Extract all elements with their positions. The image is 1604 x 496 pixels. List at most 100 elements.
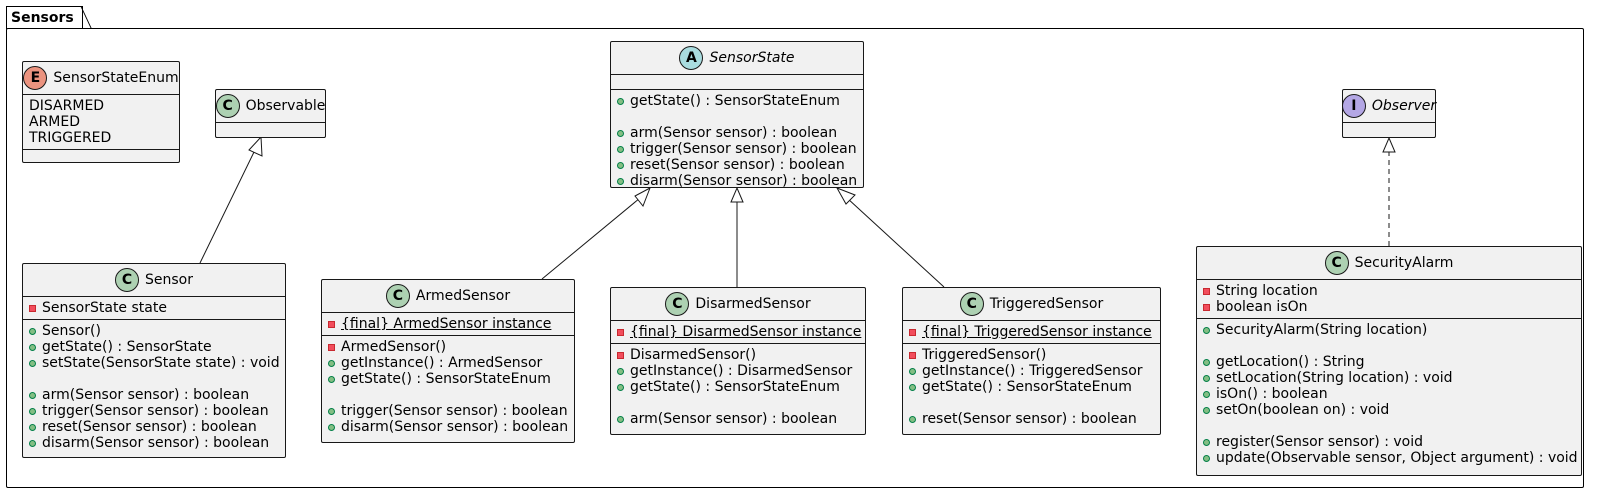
field: {final} TriggeredSensor instance bbox=[922, 324, 1152, 340]
private-marker-icon bbox=[617, 351, 624, 359]
arrowhead-sensorstate-2 bbox=[730, 186, 744, 203]
class-observable[interactable]: C Observable bbox=[215, 89, 326, 138]
methods: DisarmedSensor() getInstance() : Disarme… bbox=[611, 344, 865, 430]
private-marker-icon bbox=[909, 351, 916, 359]
method: reset(Sensor sensor) : boolean bbox=[42, 419, 257, 435]
method: arm(Sensor sensor) : boolean bbox=[630, 125, 838, 141]
class-badge-icon: C bbox=[1324, 251, 1349, 275]
class-badge-icon: C bbox=[215, 94, 240, 118]
public-marker-icon bbox=[617, 145, 624, 153]
class-name: TriggeredSensor bbox=[989, 296, 1104, 312]
arrowhead-observer bbox=[1382, 136, 1396, 153]
class-name: SecurityAlarm bbox=[1354, 255, 1454, 271]
method: setState(SensorState state) : void bbox=[42, 355, 280, 371]
public-marker-icon bbox=[617, 129, 624, 137]
public-marker-icon bbox=[328, 375, 335, 383]
class-triggeredsensor[interactable]: C TriggeredSensor {final} TriggeredSensor… bbox=[902, 287, 1161, 435]
class-name: Observer bbox=[1371, 98, 1437, 114]
public-marker-icon bbox=[617, 367, 624, 375]
public-marker-icon bbox=[1203, 438, 1210, 446]
empty-methods bbox=[216, 138, 325, 152]
class-name: Sensor bbox=[145, 272, 193, 288]
public-marker-icon bbox=[1203, 358, 1210, 366]
methods: getState() : SensorStateEnum arm(Sensor … bbox=[611, 90, 863, 192]
method: trigger(Sensor sensor) : boolean bbox=[341, 403, 568, 419]
public-marker-icon bbox=[617, 383, 624, 391]
method: getState() : SensorState bbox=[42, 339, 212, 355]
empty-section bbox=[23, 150, 179, 164]
fields: {final} ArmedSensor instance bbox=[322, 313, 574, 336]
method: getState() : SensorStateEnum bbox=[922, 379, 1132, 395]
method: arm(Sensor sensor) : boolean bbox=[42, 387, 250, 403]
public-marker-icon bbox=[29, 439, 36, 447]
class-badge-icon: C bbox=[385, 284, 410, 308]
public-marker-icon bbox=[909, 367, 916, 375]
public-marker-icon bbox=[617, 161, 624, 169]
enum-value: DISARMED bbox=[29, 98, 105, 114]
public-marker-icon bbox=[328, 359, 335, 367]
method: getInstance() : TriggeredSensor bbox=[922, 363, 1143, 379]
method: getState() : SensorStateEnum bbox=[630, 93, 840, 109]
package-tab: Sensors bbox=[6, 6, 83, 29]
interface-badge-icon: I bbox=[1341, 94, 1366, 118]
public-marker-icon bbox=[29, 327, 36, 335]
class-sensorstateenum[interactable]: E SensorStateEnum DISARMED ARMED TRIGGERE… bbox=[22, 61, 180, 163]
enum-value: ARMED bbox=[29, 114, 81, 130]
empty-methods bbox=[1343, 138, 1435, 152]
method: trigger(Sensor sensor) : boolean bbox=[42, 403, 269, 419]
empty-fields bbox=[611, 75, 863, 90]
class-name: SensorStateEnum bbox=[53, 70, 179, 86]
enum-badge-icon: E bbox=[23, 66, 48, 90]
class-badge-icon: C bbox=[115, 268, 139, 292]
public-marker-icon bbox=[1203, 374, 1210, 382]
field: {final} DisarmedSensor instance bbox=[630, 324, 862, 340]
private-marker-icon bbox=[617, 328, 624, 336]
public-marker-icon bbox=[29, 391, 36, 399]
package-name: Sensors bbox=[11, 10, 74, 26]
class-badge-icon: C bbox=[959, 292, 984, 316]
public-marker-icon bbox=[909, 383, 916, 391]
public-marker-icon bbox=[29, 407, 36, 415]
method: getLocation() : String bbox=[1216, 354, 1365, 370]
arrowhead-sensorstate-3 bbox=[835, 187, 856, 205]
method: reset(Sensor sensor) : boolean bbox=[630, 157, 845, 173]
class-name: ArmedSensor bbox=[415, 288, 511, 304]
field: boolean isOn bbox=[1216, 299, 1308, 315]
method: getInstance() : DisarmedSensor bbox=[630, 363, 853, 379]
class-name: DisarmedSensor bbox=[695, 296, 811, 312]
class-armedsensor[interactable]: C ArmedSensor {final} ArmedSensor instanc… bbox=[321, 279, 575, 443]
class-sensor[interactable]: C Sensor SensorState state Sensor() getSt… bbox=[22, 263, 286, 458]
public-marker-icon bbox=[29, 359, 36, 367]
method: setOn(boolean on) : void bbox=[1216, 402, 1390, 418]
method: reset(Sensor sensor) : boolean bbox=[922, 411, 1137, 427]
empty-fields bbox=[216, 123, 325, 138]
method: isOn() : boolean bbox=[1216, 386, 1328, 402]
method: update(Observable sensor, Object argumen… bbox=[1216, 450, 1578, 466]
private-marker-icon bbox=[1203, 287, 1210, 295]
enum-values: DISARMED ARMED TRIGGERED bbox=[23, 95, 179, 150]
fields: SensorState state bbox=[23, 297, 285, 320]
method: getState() : SensorStateEnum bbox=[341, 371, 551, 387]
abstract-badge-icon: A bbox=[679, 46, 704, 70]
edge-triggeredsensor-sensorstate bbox=[846, 197, 945, 288]
public-marker-icon bbox=[1203, 454, 1210, 462]
private-marker-icon bbox=[328, 343, 335, 351]
class-observer[interactable]: I Observer bbox=[1341, 89, 1437, 138]
class-name: Observable bbox=[245, 98, 326, 114]
public-marker-icon bbox=[328, 423, 335, 431]
method: Sensor() bbox=[42, 323, 101, 339]
public-marker-icon bbox=[1203, 406, 1210, 414]
public-marker-icon bbox=[909, 415, 916, 423]
arrowhead-sensorstate-1 bbox=[634, 186, 651, 207]
fields: {final} TriggeredSensor instance bbox=[903, 321, 1160, 344]
method: disarm(Sensor sensor) : boolean bbox=[630, 173, 858, 189]
public-marker-icon bbox=[1203, 326, 1210, 334]
method: SecurityAlarm(String location) bbox=[1216, 322, 1428, 338]
methods: Sensor() getState() : SensorState setSta… bbox=[23, 320, 285, 454]
private-marker-icon bbox=[328, 320, 335, 328]
method: trigger(Sensor sensor) : boolean bbox=[630, 141, 857, 157]
public-marker-icon bbox=[1203, 390, 1210, 398]
